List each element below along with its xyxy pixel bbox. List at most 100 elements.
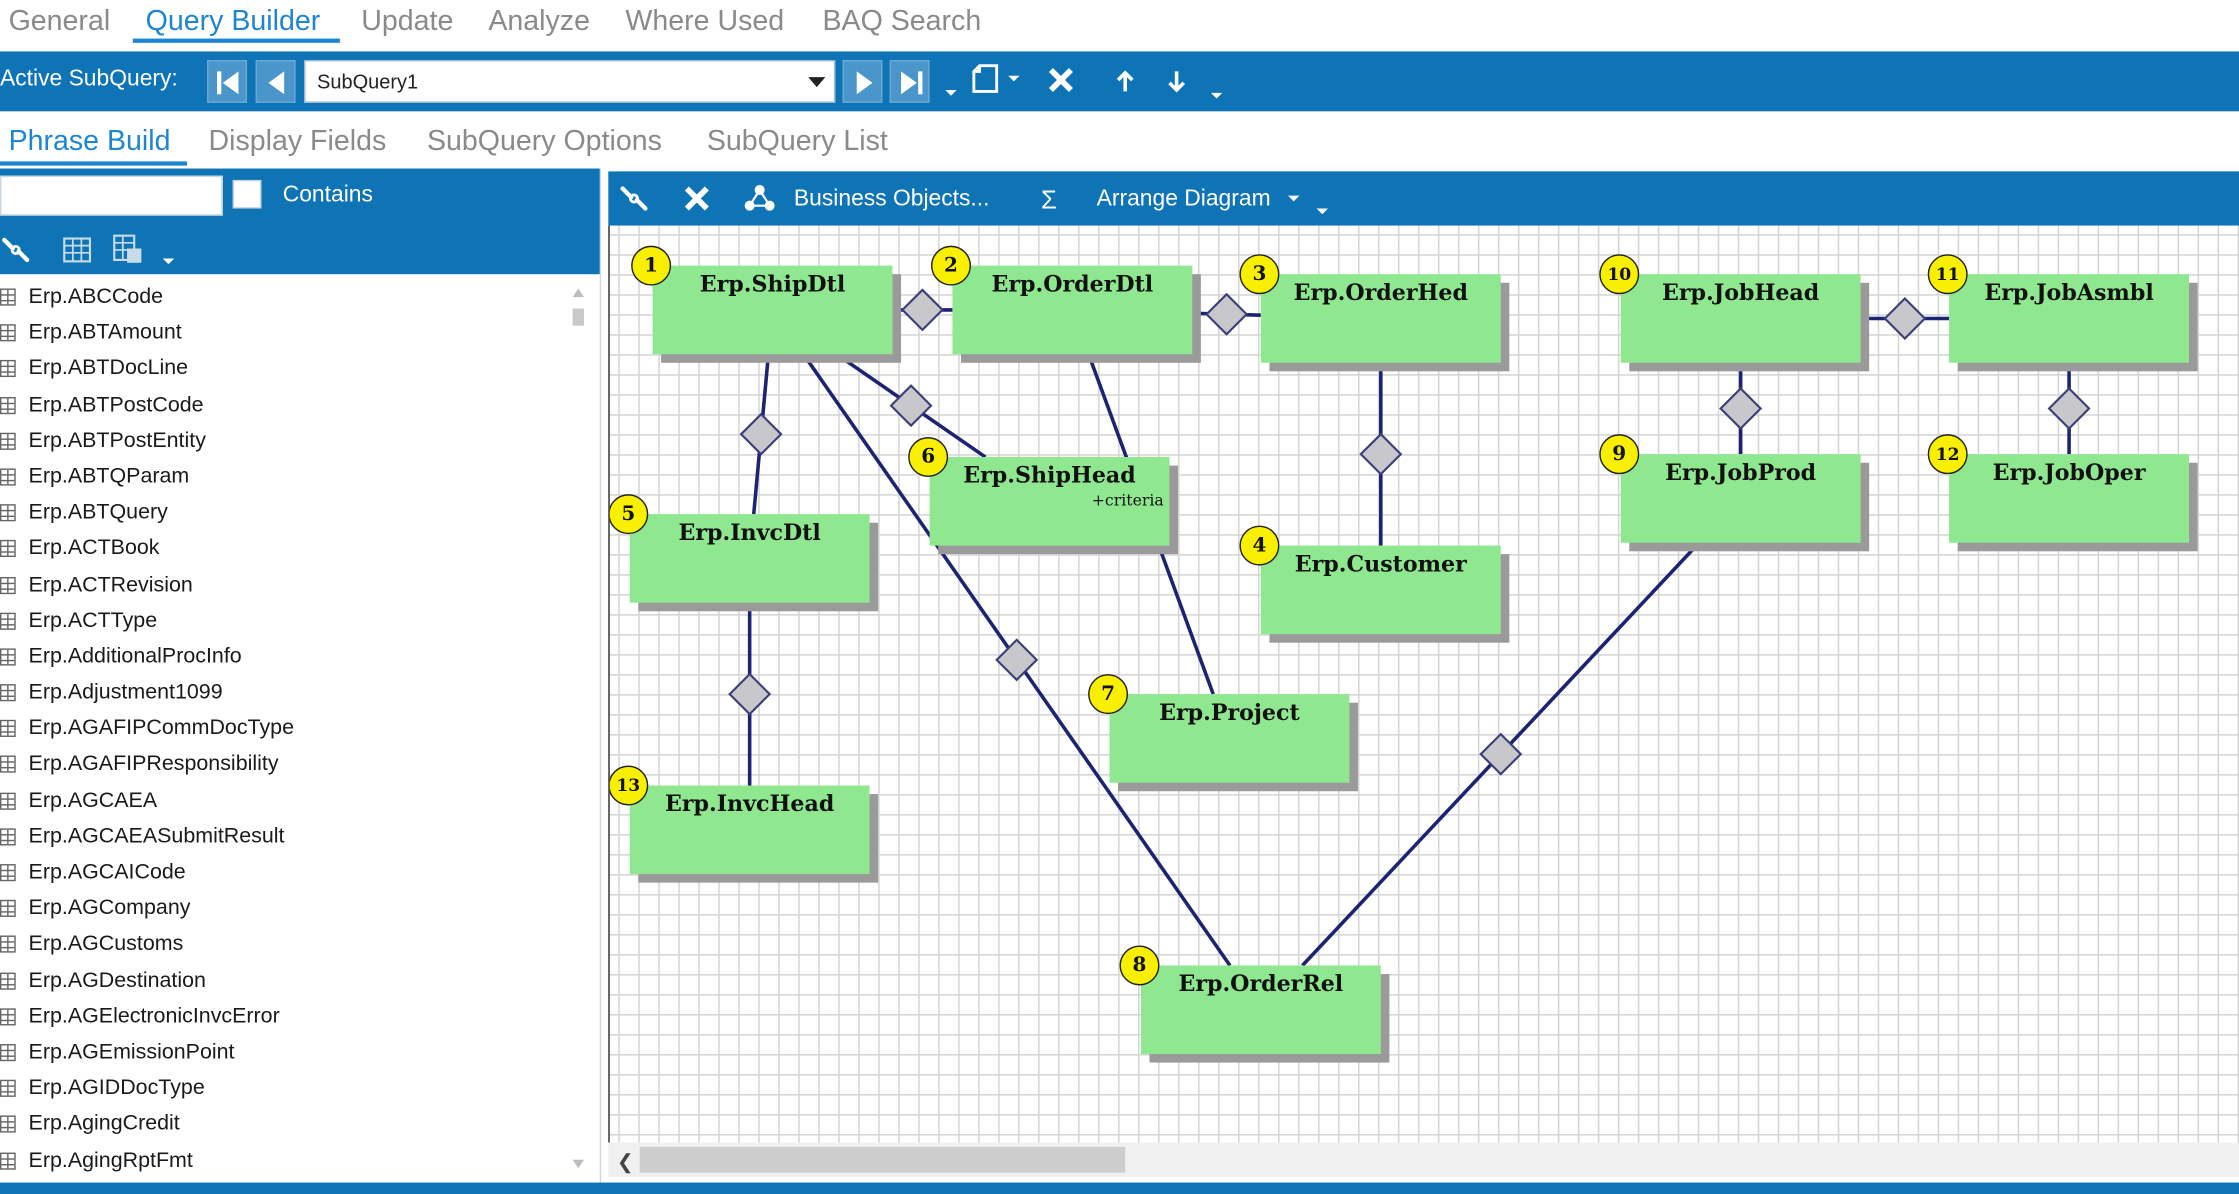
tab-where-used[interactable]: Where Used [625,5,785,38]
join-diamond-icon[interactable] [2047,386,2091,430]
table-list-item[interactable]: Erp.AgingRptFmt [0,1143,571,1179]
tab-subquery-options[interactable]: SubQuery Options [426,125,662,158]
arrange-dropdown-icon[interactable] [1287,194,1300,203]
nav-overflow-icon[interactable] [945,89,957,98]
tab-subquery-list[interactable]: SubQuery List [706,125,888,158]
table-list-item[interactable]: Erp.ABTPostCode [0,388,571,424]
tab-update[interactable]: Update [361,5,454,38]
table-list-item[interactable]: Erp.ACTType [0,604,571,640]
table-list-item[interactable]: Erp.AGCustoms [0,927,571,963]
join-diamond-icon[interactable] [739,412,783,456]
top-tab-bar: General Query Builder Update Analyze Whe… [0,0,2239,52]
table-icon [0,936,16,954]
table-list-item[interactable]: Erp.AdditionalProcInfo [0,640,571,676]
table-list-item[interactable]: Erp.AGAFIPCommDocType [0,712,571,748]
tab-general[interactable]: General [8,5,111,38]
tab-baq-search[interactable]: BAQ Search [822,5,982,38]
chevron-down-icon[interactable] [808,77,826,88]
next-subquery-button[interactable] [842,59,883,103]
join-diamond-icon[interactable] [1719,386,1763,430]
tab-query-builder[interactable]: Query Builder [145,5,321,38]
table-icon [0,612,16,630]
join-diamond-icon[interactable] [728,672,772,716]
join-diamond-icon[interactable] [900,288,944,332]
move-down-icon[interactable] [1165,70,1188,93]
table-node[interactable]: Erp.JobOper [1949,454,2190,543]
contains-checkbox[interactable] [232,179,262,209]
delete-subquery-icon[interactable] [1047,66,1076,95]
table-view-icon[interactable] [63,237,92,263]
table-list-item[interactable]: Erp.ABTAmount [0,316,571,352]
table-node[interactable]: Erp.Project [1109,694,1350,783]
join-diamond-icon[interactable] [889,384,933,428]
table-list-item[interactable]: Erp.ABTQParam [0,460,571,496]
table-list-item[interactable]: Erp.AGCAEA [0,784,571,820]
join-diamond-icon[interactable] [1359,432,1403,476]
table-order-badge: 11 [1927,254,1968,295]
table-list-scrollbar[interactable] [568,280,588,1180]
link-tables-icon[interactable] [618,183,649,214]
previous-subquery-button[interactable] [255,59,296,103]
table-list-item[interactable]: Erp.AGEmissionPoint [0,1035,571,1071]
table-node[interactable]: Erp.Customer [1260,545,1501,635]
table-list-item[interactable]: Erp.AGIDDocType [0,1071,571,1107]
scroll-left-icon[interactable]: ❮ [616,1149,634,1173]
delete-table-icon[interactable] [683,184,712,213]
move-up-icon[interactable] [1114,70,1137,93]
calculated-table-icon[interactable] [111,231,145,265]
table-icon [0,468,16,486]
table-list-item[interactable]: Erp.ACTBook [0,532,571,568]
business-objects-icon[interactable] [743,183,777,214]
first-subquery-button[interactable] [207,59,248,103]
link-icon[interactable] [0,234,31,265]
table-list-item[interactable]: Erp.ABTQuery [0,496,571,532]
table-node[interactable]: Erp.OrderRel [1140,965,1381,1055]
table-list-item[interactable]: Erp.ABCCode [0,280,571,316]
arrange-diagram-button[interactable]: Arrange Diagram [1096,187,1271,212]
tab-analyze[interactable]: Analyze [488,5,590,38]
business-objects-button[interactable]: Business Objects... [793,187,990,212]
table-node[interactable]: Erp.OrderDtl [952,265,1193,355]
table-icon [0,720,16,738]
table-node[interactable]: Erp.InvcDtl [629,514,870,603]
new-subquery-icon[interactable] [971,63,1000,94]
join-diamond-icon[interactable] [1479,732,1523,776]
diagram-overflow-icon[interactable] [1316,207,1328,216]
table-node[interactable]: Erp.JobAsmbl [1949,274,2190,363]
status-bar [0,1182,2239,1194]
join-diamond-icon[interactable] [1883,296,1927,341]
table-filter-input[interactable] [0,175,223,216]
table-node[interactable]: Erp.JobHead [1620,274,1861,363]
table-list-item[interactable]: Erp.ABTDocLine [0,352,571,388]
table-list-item[interactable]: Erp.AGAFIPResponsibility [0,748,571,784]
table-list-item[interactable]: Erp.AGDestination [0,963,571,999]
table-list-item[interactable]: Erp.AGCAICode [0,856,571,892]
new-subquery-dropdown-icon[interactable] [1008,74,1020,83]
diagram-horizontal-scrollbar[interactable]: ❮ [608,1142,2239,1177]
table-node[interactable]: Erp.OrderHed [1260,274,1501,363]
table-list-item[interactable]: Erp.AGElectronicInvcError [0,999,571,1035]
active-tab-indicator [132,38,340,43]
scrollbar-thumb[interactable] [639,1146,1126,1173]
table-node[interactable]: Erp.JobProd [1620,454,1861,543]
last-subquery-button[interactable] [889,59,930,103]
table-list-item[interactable]: Erp.AGCompany [0,891,571,927]
table-node[interactable]: Erp.ShipDtl [652,265,893,355]
table-list-item[interactable]: Erp.ABTPostEntity [0,424,571,460]
subquery-select[interactable]: SubQuery1 [304,59,836,103]
tab-phrase-build[interactable]: Phrase Build [8,125,171,158]
join-diamond-icon[interactable] [995,638,1039,682]
table-list-item[interactable]: Erp.Adjustment1099 [0,676,571,712]
table-list-overflow-icon[interactable] [162,257,175,266]
join-diamond-icon[interactable] [1205,292,1249,336]
table-list-item[interactable]: Erp.AgingCredit [0,1107,571,1143]
toolbar-overflow-icon[interactable] [1210,91,1223,100]
aggregate-button[interactable]: Σ [1040,185,1057,215]
next-icon [856,71,873,95]
tab-display-fields[interactable]: Display Fields [208,125,387,158]
table-node[interactable]: Erp.InvcHead [629,785,870,875]
table-node[interactable]: Erp.ShipHead+criteria [929,457,1170,546]
table-list-item[interactable]: Erp.ACTRevision [0,568,571,604]
table-list-item[interactable]: Erp.AGCAEASubmitResult [0,820,571,856]
